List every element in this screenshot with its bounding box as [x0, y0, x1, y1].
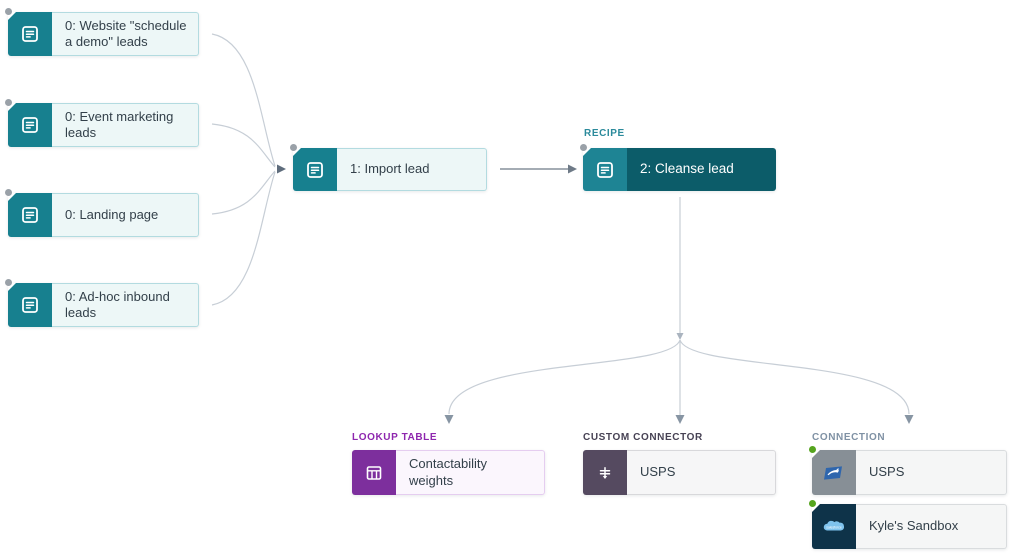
status-dot [290, 144, 297, 151]
node-label: 0: Event marketing leads [52, 103, 199, 147]
document-icon [8, 12, 52, 56]
arrowhead-into-import [277, 164, 286, 174]
usps-logo-icon [812, 450, 856, 495]
recipe-section-label: RECIPE [584, 128, 625, 139]
node-label: 0: Website "schedule a demo" leads [52, 12, 199, 56]
lookup-table-section-label: LOOKUP TABLE [352, 432, 438, 443]
status-dot [5, 99, 12, 106]
fan-in-curves [211, 33, 276, 306]
node-adhoc-inbound-leads[interactable]: 0: Ad-hoc inbound leads [5, 279, 199, 327]
arrowhead-branch-junction [676, 333, 684, 340]
node-contactability-weights[interactable]: Contactability weights [352, 450, 545, 495]
node-label: 1: Import lead [337, 148, 487, 191]
status-dot [5, 189, 12, 196]
arrowhead-into-connection [904, 415, 914, 424]
node-label: Kyle's Sandbox [856, 504, 1007, 549]
node-label: USPS [856, 450, 1007, 495]
custom-connector-section-label: CUSTOM CONNECTOR [583, 432, 703, 443]
status-dot [580, 144, 587, 151]
table-icon [352, 450, 396, 495]
arrowhead-into-custom-connector [675, 415, 685, 424]
arrowhead-into-cleanse [568, 164, 577, 174]
node-event-marketing-leads[interactable]: 0: Event marketing leads [5, 99, 199, 147]
node-label: USPS [627, 450, 776, 495]
node-website-leads[interactable]: 0: Website "schedule a demo" leads [5, 8, 199, 56]
node-label: Contactability weights [396, 450, 545, 495]
node-kyles-sandbox-connection[interactable]: salesforce Kyle's Sandbox [809, 500, 1007, 549]
node-usps-custom-connector[interactable]: USPS [583, 450, 776, 495]
status-dot [809, 500, 816, 507]
node-label: 0: Landing page [52, 193, 199, 237]
node-import-lead[interactable]: 1: Import lead [290, 144, 487, 191]
branch-curves [448, 197, 910, 415]
document-icon [8, 193, 52, 237]
node-usps-connection[interactable]: USPS [809, 446, 1007, 495]
status-dot [5, 8, 12, 15]
node-cleanse-lead[interactable]: 2: Cleanse lead [580, 144, 776, 191]
document-icon [583, 148, 627, 191]
document-icon [293, 148, 337, 191]
status-dot [5, 279, 12, 286]
node-landing-page[interactable]: 0: Landing page [5, 189, 199, 237]
connector-icon [583, 450, 627, 495]
node-label: 0: Ad-hoc inbound leads [52, 283, 199, 327]
arrowhead-into-lookup [444, 415, 454, 424]
document-icon [8, 283, 52, 327]
document-icon [8, 103, 52, 147]
node-label: 2: Cleanse lead [627, 148, 776, 191]
svg-text:salesforce: salesforce [826, 525, 842, 529]
status-dot [809, 446, 816, 453]
connection-section-label: CONNECTION [812, 432, 886, 443]
salesforce-logo-icon: salesforce [812, 504, 856, 549]
